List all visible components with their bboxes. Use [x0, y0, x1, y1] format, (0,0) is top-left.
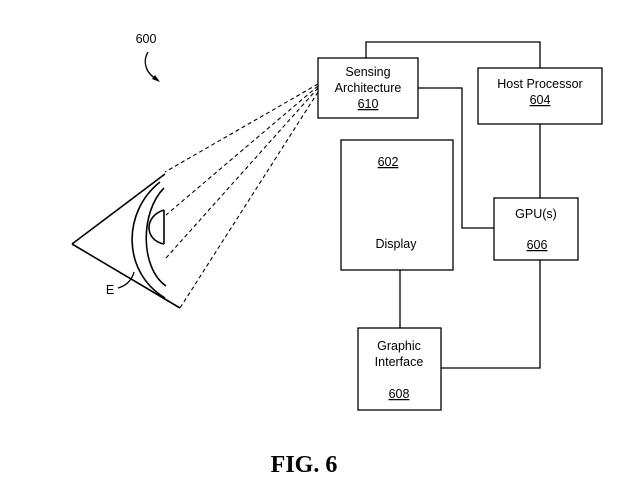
host-processor-block: Host Processor 604: [478, 68, 602, 124]
sensing-ray-2: [166, 86, 318, 215]
graphic-label-line2: Interface: [375, 355, 424, 369]
eye-icon: [72, 174, 180, 308]
sensing-ray-3: [166, 88, 318, 258]
eye-label: E: [106, 283, 114, 297]
gpu-label: GPU(s): [515, 207, 557, 221]
display-label: Display: [376, 237, 418, 251]
sensing-ray-4: [180, 92, 318, 308]
sensing-label-line1: Sensing: [345, 65, 390, 79]
gpu-ref: 606: [527, 238, 548, 252]
figure-ref-arrowhead: [152, 75, 160, 82]
wire-gpu-graphic: [441, 260, 540, 368]
display-ref: 602: [378, 155, 399, 169]
figure-ref-arrow: [145, 52, 158, 80]
figure-ref-number: 600: [136, 32, 157, 46]
host-label: Host Processor: [497, 77, 582, 91]
sensing-architecture-block: Sensing Architecture 610: [318, 58, 418, 118]
figure-caption: FIG. 6: [271, 452, 338, 478]
sensing-label-line2: Architecture: [335, 81, 402, 95]
gpu-block: GPU(s) 606: [494, 198, 578, 260]
display-block: 602 Display: [341, 140, 453, 270]
graphic-ref: 608: [389, 387, 410, 401]
graphic-label-line1: Graphic: [377, 339, 421, 353]
sensing-ref: 610: [358, 97, 379, 111]
graphic-interface-block: Graphic Interface 608: [358, 328, 441, 410]
host-ref: 604: [530, 93, 551, 107]
